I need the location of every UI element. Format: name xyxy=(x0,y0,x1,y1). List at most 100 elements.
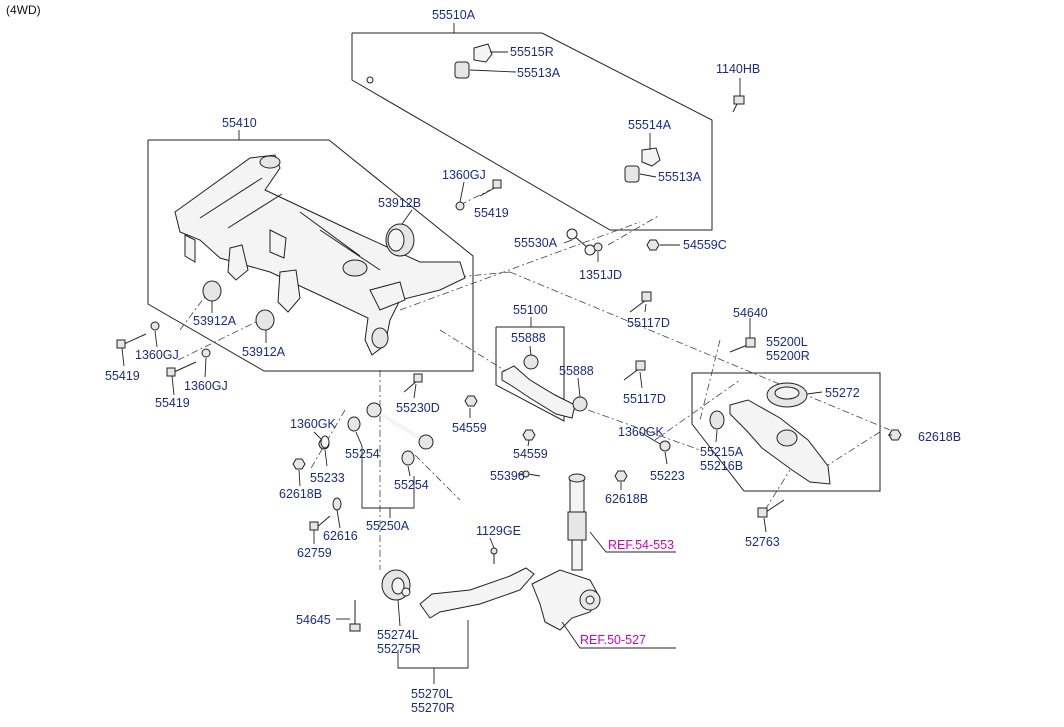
stabilizer-link xyxy=(566,228,596,256)
label-1360GJ-top: 1360GJ xyxy=(442,168,486,182)
reference-link-50-527[interactable]: REF.50-527 xyxy=(580,633,646,647)
label-54640: 54640 xyxy=(733,306,768,320)
label-1360GK-mid: 1360GK xyxy=(618,425,665,439)
nut-62618b-mid xyxy=(614,470,628,482)
reference-link-54-553[interactable]: REF.54-553 xyxy=(608,538,674,552)
bolt-1140hb xyxy=(732,95,745,113)
label-62759: 62759 xyxy=(297,546,332,560)
crossmember-group-frame xyxy=(147,139,474,372)
bushing-53912a-2 xyxy=(255,309,275,331)
shock-absorber xyxy=(567,473,587,571)
label-55200L: 55200L xyxy=(766,335,808,349)
label-55117D-mid: 55117D xyxy=(623,392,666,406)
washer-62616 xyxy=(332,497,342,511)
label-55233: 55233 xyxy=(310,471,345,485)
bushing-53912b xyxy=(385,223,415,257)
bolt-55230d xyxy=(403,373,423,393)
label-62618B-left: 62618B xyxy=(279,487,322,501)
label-55230D: 55230D xyxy=(396,401,440,415)
bushing-53912a-1 xyxy=(202,280,222,302)
label-55254-b: 55254 xyxy=(394,478,429,492)
bolt-1129ge xyxy=(490,547,498,564)
label-1360GK-left: 1360GK xyxy=(290,417,337,431)
label-62618B-right: 62618B xyxy=(918,430,961,444)
label-55216B: 55216B xyxy=(700,459,743,473)
label-1140HB: 1140HB xyxy=(716,62,760,76)
label-52763: 52763 xyxy=(745,535,780,549)
bolt-55419-left2 xyxy=(166,361,197,377)
label-55514A: 55514A xyxy=(628,118,672,132)
label-53912B: 53912B xyxy=(378,196,421,210)
label-54559C: 54559C xyxy=(683,238,727,252)
washer-1360gj-top xyxy=(455,201,465,211)
label-54559-b: 54559 xyxy=(513,447,548,461)
bolt-55117d-mid xyxy=(623,360,646,381)
label-1360GJ-left2: 1360GJ xyxy=(184,379,228,393)
bolt-62759 xyxy=(309,515,331,531)
part-labels: 55510A 55515R 55513A 1140HB 55514A 55513… xyxy=(105,8,961,715)
label-55419-top: 55419 xyxy=(474,206,509,220)
label-55270L: 55270L xyxy=(411,687,453,701)
nut-54559-a xyxy=(464,395,478,407)
leader-lines xyxy=(121,51,892,684)
label-55513A-top: 55513A xyxy=(517,66,561,80)
nut-62618b-left xyxy=(292,458,306,470)
label-55200R: 55200R xyxy=(766,349,810,363)
label-55100: 55100 xyxy=(513,303,548,317)
label-55396: 55396 xyxy=(490,469,525,483)
label-55250A: 55250A xyxy=(366,519,410,533)
bolt-55117d-top xyxy=(629,291,652,313)
label-55215A: 55215A xyxy=(700,445,744,459)
label-53912A-a: 53912A xyxy=(193,314,237,328)
label-55515R: 55515R xyxy=(510,45,554,59)
label-55272: 55272 xyxy=(825,386,860,400)
stabilizer-bushing-top xyxy=(454,43,493,79)
label-55275R: 55275R xyxy=(377,642,421,656)
nut-54559-b xyxy=(522,429,536,441)
label-62618B-mid: 62618B xyxy=(605,492,648,506)
label-62616: 62616 xyxy=(323,529,358,543)
label-55888-b: 55888 xyxy=(559,364,594,378)
label-55530A: 55530A xyxy=(514,236,558,250)
trailing-arm-55270 xyxy=(419,567,535,619)
lower-arm-55100 xyxy=(501,354,588,419)
label-1129GE: 1129GE xyxy=(476,524,521,538)
bolt-55396 xyxy=(522,470,541,478)
bolt-54640 xyxy=(729,337,756,353)
washer-1360gj-left xyxy=(150,321,160,331)
stabilizer-group-frame xyxy=(351,32,713,231)
label-55270R: 55270R xyxy=(411,701,455,715)
label-55254-a: 55254 xyxy=(345,447,380,461)
label-55513A-mid: 55513A xyxy=(658,170,702,184)
label-55274L: 55274L xyxy=(377,628,419,642)
bushing-55274 xyxy=(381,569,411,601)
label-55419-left: 55419 xyxy=(105,369,140,383)
bushing-55215a xyxy=(709,410,725,430)
nut-1351jd xyxy=(593,242,603,252)
label-55888-a: 55888 xyxy=(511,331,546,345)
link-55250a xyxy=(366,402,434,450)
label-55510A: 55510A xyxy=(432,8,476,22)
spring-seat-55272 xyxy=(766,382,808,408)
bolt-55419-left xyxy=(116,333,147,349)
label-54559-a: 54559 xyxy=(452,421,487,435)
upper-arm-55200 xyxy=(729,399,831,485)
label-55223: 55223 xyxy=(650,469,685,483)
lower-arm-group-frame xyxy=(495,326,565,422)
bolt-55419-top xyxy=(479,179,502,197)
stabilizer-bushing-mid xyxy=(624,147,661,183)
bushing-55254-a xyxy=(347,416,361,432)
label-55117D-top: 55117D xyxy=(627,316,670,330)
knuckle xyxy=(531,569,601,631)
bolt-52763 xyxy=(757,499,785,518)
washer-55233 xyxy=(320,435,330,449)
crossmember xyxy=(174,154,466,356)
label-55419-left2: 55419 xyxy=(155,396,190,410)
washer-1360gj-left2 xyxy=(201,348,211,358)
label-53912A-b: 53912A xyxy=(242,345,286,359)
upper-arm-group-frame xyxy=(691,372,881,492)
nut-54559c xyxy=(646,239,660,251)
label-54645: 54645 xyxy=(296,613,331,627)
variant-label: (4WD) xyxy=(6,3,41,17)
